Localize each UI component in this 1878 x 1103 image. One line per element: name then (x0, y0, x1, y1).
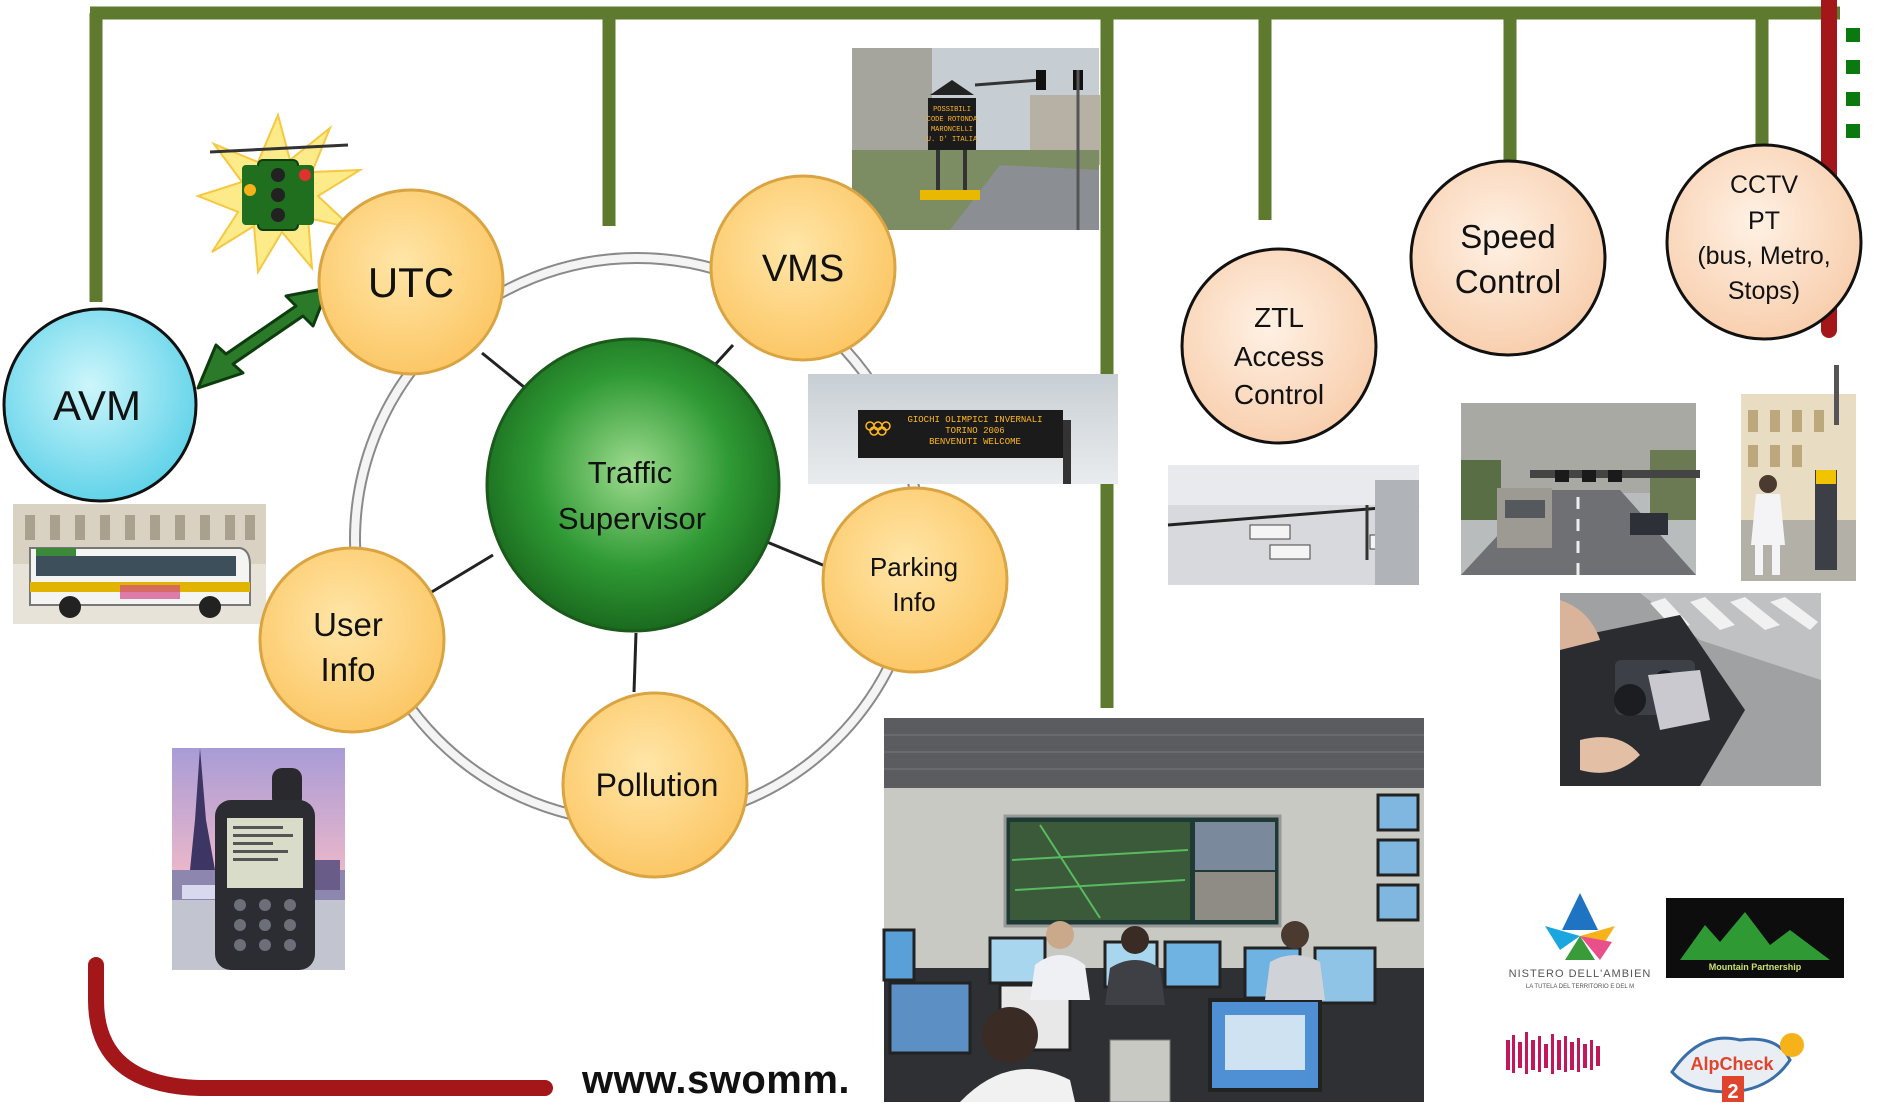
vms-sign-line: U. D' ITALIA (927, 136, 978, 144)
vms-sign-text: POSSIBILI CODE ROTONDA MARONCELLI U. D' … (927, 106, 978, 144)
avm-utc-double-arrow (196, 286, 330, 390)
alpcheck-text: AlpCheck (1690, 1054, 1774, 1074)
node-label: Pollution (596, 767, 719, 803)
mountain-partnership-logo: Mountain Partnership (1666, 898, 1844, 978)
ministry-logo-text: NISTERO DELL'AMBIEN LA TUTELA DEL TERRIT… (1509, 968, 1652, 990)
node-label: Stops) (1728, 277, 1800, 305)
node-avm[interactable]: AVM (2, 307, 198, 503)
node-ztl-access-control[interactable]: ZTL Access Control (1180, 247, 1378, 445)
control-room-photo (882, 718, 1424, 1102)
speed-control-road-photo (1461, 403, 1700, 575)
alpcheck-number: 2 (1727, 1081, 1738, 1102)
olympic-sign-line: TORINO 2006 (945, 426, 1004, 436)
node-label: Control (1234, 379, 1324, 410)
node-pollution[interactable]: Pollution (561, 691, 749, 879)
node-label: CCTV (1730, 171, 1798, 199)
node-utc[interactable]: UTC (317, 188, 505, 376)
node-label: AVM (53, 382, 141, 429)
node-label: User (313, 606, 383, 643)
node-user-info[interactable]: User Info (258, 546, 446, 734)
node-label: UTC (368, 259, 454, 306)
mountain-partnership-text: Mountain Partnership (1709, 962, 1802, 972)
node-label: Supervisor (558, 501, 706, 536)
footer-url[interactable]: www.swomm. (582, 1058, 851, 1102)
node-label: ZTL (1254, 302, 1304, 333)
node-parking-info[interactable]: Parking Info (821, 486, 1009, 674)
node-label: Access (1234, 341, 1324, 372)
vms-sign-line: MARONCELLI (931, 126, 973, 134)
node-cctv-pt[interactable]: CCTV PT (bus, Metro, Stops) (1665, 143, 1863, 341)
node-vms[interactable]: VMS (709, 174, 897, 362)
vms-sign-line: POSSIBILI (933, 106, 971, 114)
node-label: Info (320, 651, 375, 688)
traffic-light-icon (195, 111, 364, 276)
handheld-device-photo (172, 748, 345, 970)
node-label: Speed (1460, 218, 1555, 255)
vms-sign-photo (852, 48, 1100, 230)
ztl-camera-photo (1167, 465, 1420, 585)
alpcheck-logo: AlpCheck 2 (1670, 1033, 1804, 1102)
mountain-party-logo (1502, 1030, 1612, 1078)
vms-sign-line: CODE ROTONDA (927, 116, 978, 124)
red-curve (88, 957, 553, 1096)
bus-stop-column-photo (1741, 365, 1856, 581)
node-speed-control[interactable]: Speed Control (1409, 159, 1607, 357)
ministry-subtitle: LA TUTELA DEL TERRITORIO E DEL M (1526, 984, 1634, 990)
node-label: Info (892, 587, 935, 617)
node-label: Traffic (588, 455, 672, 490)
olympic-sign-line: GIOCHI OLIMPICI INVERNALI (907, 415, 1042, 425)
node-label: Control (1455, 263, 1561, 300)
node-label: VMS (762, 248, 844, 290)
olympic-vms-text: GIOCHI OLIMPICI INVERNALI TORINO 2006 BE… (907, 415, 1042, 447)
node-label: (bus, Metro, (1697, 242, 1830, 270)
ministry-logo (1545, 893, 1615, 960)
node-traffic-supervisor[interactable]: Traffic Supervisor (485, 337, 781, 633)
olympic-vms-photo (808, 374, 1118, 484)
backbone-bus (89, 6, 1840, 708)
ministry-name: NISTERO DELL'AMBIEN (1509, 968, 1652, 980)
bus-photo (13, 504, 266, 624)
on-board-unit-photo (1560, 593, 1821, 786)
node-label: Parking (870, 552, 958, 582)
olympic-sign-line: BENVENUTI WELCOME (929, 437, 1021, 447)
node-label: PT (1748, 207, 1780, 235)
